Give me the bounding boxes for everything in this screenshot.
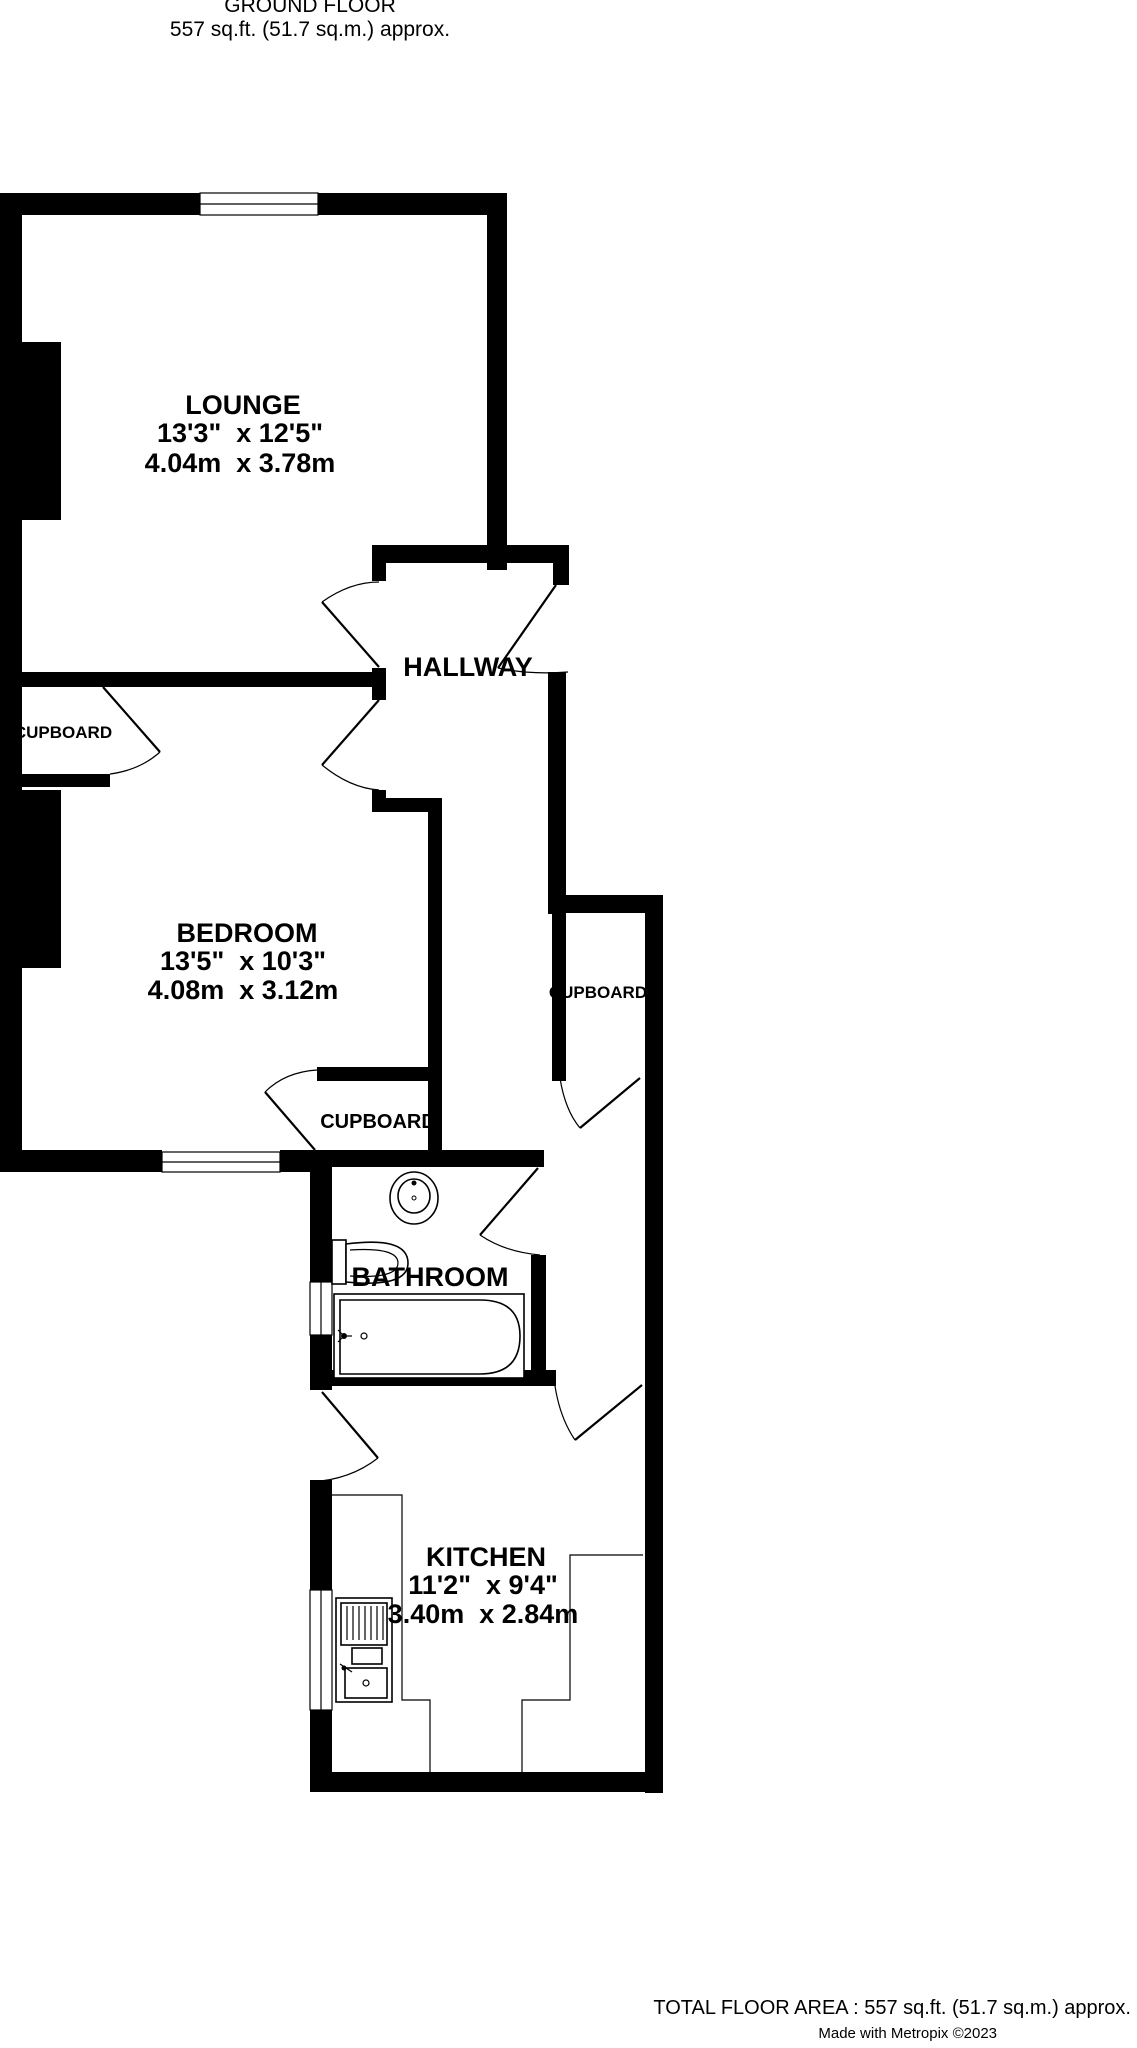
- hallway-label: HALLWAY: [403, 652, 533, 682]
- bedroom-door: [321, 699, 380, 791]
- lounge-door: [321, 581, 380, 668]
- cupboard-label-top: CUPBOARD: [14, 723, 112, 742]
- doors: [102, 581, 643, 1483]
- hall-cupboard-door: [559, 1077, 641, 1129]
- lounge-window: [199, 192, 319, 216]
- lounge-label: LOUNGE: [185, 390, 301, 420]
- bathroom-label: BATHROOM: [352, 1262, 509, 1292]
- bathroom-fixtures: [331, 1171, 525, 1379]
- drainer-icon: [346, 1606, 384, 1640]
- kitchen-fixtures: [332, 1494, 643, 1772]
- bedroom-imperial: 13'5" x 10'3": [160, 946, 326, 976]
- kitchen-worktop-right: [521, 1554, 643, 1772]
- kitchen-window: [309, 1589, 333, 1711]
- bathroom-door: [479, 1167, 541, 1256]
- cupboard-label-bottom: CUPBOARD: [320, 1111, 436, 1133]
- room-labels: LOUNGE 13'3" x 12'5" 4.04m x 3.78m HALLW…: [14, 390, 647, 1629]
- kitchen-door-left: [309, 1391, 379, 1483]
- kitchen-metric: 3.40m x 2.84m: [388, 1599, 579, 1629]
- kitchen-imperial: 11'2" x 9'4": [408, 1570, 558, 1600]
- hallway-door: [497, 584, 569, 674]
- lounge-metric: 4.04m x 3.78m: [145, 448, 336, 478]
- bedroom-metric: 4.08m x 3.12m: [148, 975, 339, 1005]
- bedroom-label: BEDROOM: [177, 918, 318, 948]
- cupboard-door-bottom: [264, 1069, 318, 1151]
- kitchen-label: KITCHEN: [426, 1542, 546, 1572]
- sink-icon: [335, 1597, 393, 1703]
- metropix-credit: Made with Metropix ©2023: [818, 2025, 997, 2042]
- total-floor-area: TOTAL FLOOR AREA : 557 sq.ft. (51.7 sq.m…: [653, 1997, 1131, 2019]
- bathroom-window: [309, 1281, 333, 1336]
- kitchen-door-hall: [554, 1384, 643, 1441]
- windows: [161, 192, 333, 1711]
- floor-title: GROUND FLOOR: [224, 0, 396, 17]
- washbasin-icon: [389, 1171, 439, 1225]
- lounge-imperial: 13'3" x 12'5": [157, 418, 323, 448]
- toilet-icon: [331, 1239, 409, 1285]
- floor-area: 557 sq.ft. (51.7 sq.m.) approx.: [169, 18, 451, 41]
- bath-icon: [333, 1293, 525, 1379]
- bedroom-window: [161, 1151, 281, 1173]
- kitchen-worktop: [332, 1494, 431, 1772]
- cupboard-label-hall: CUPBOARD: [549, 983, 647, 1002]
- cupboard-door-top: [102, 686, 161, 775]
